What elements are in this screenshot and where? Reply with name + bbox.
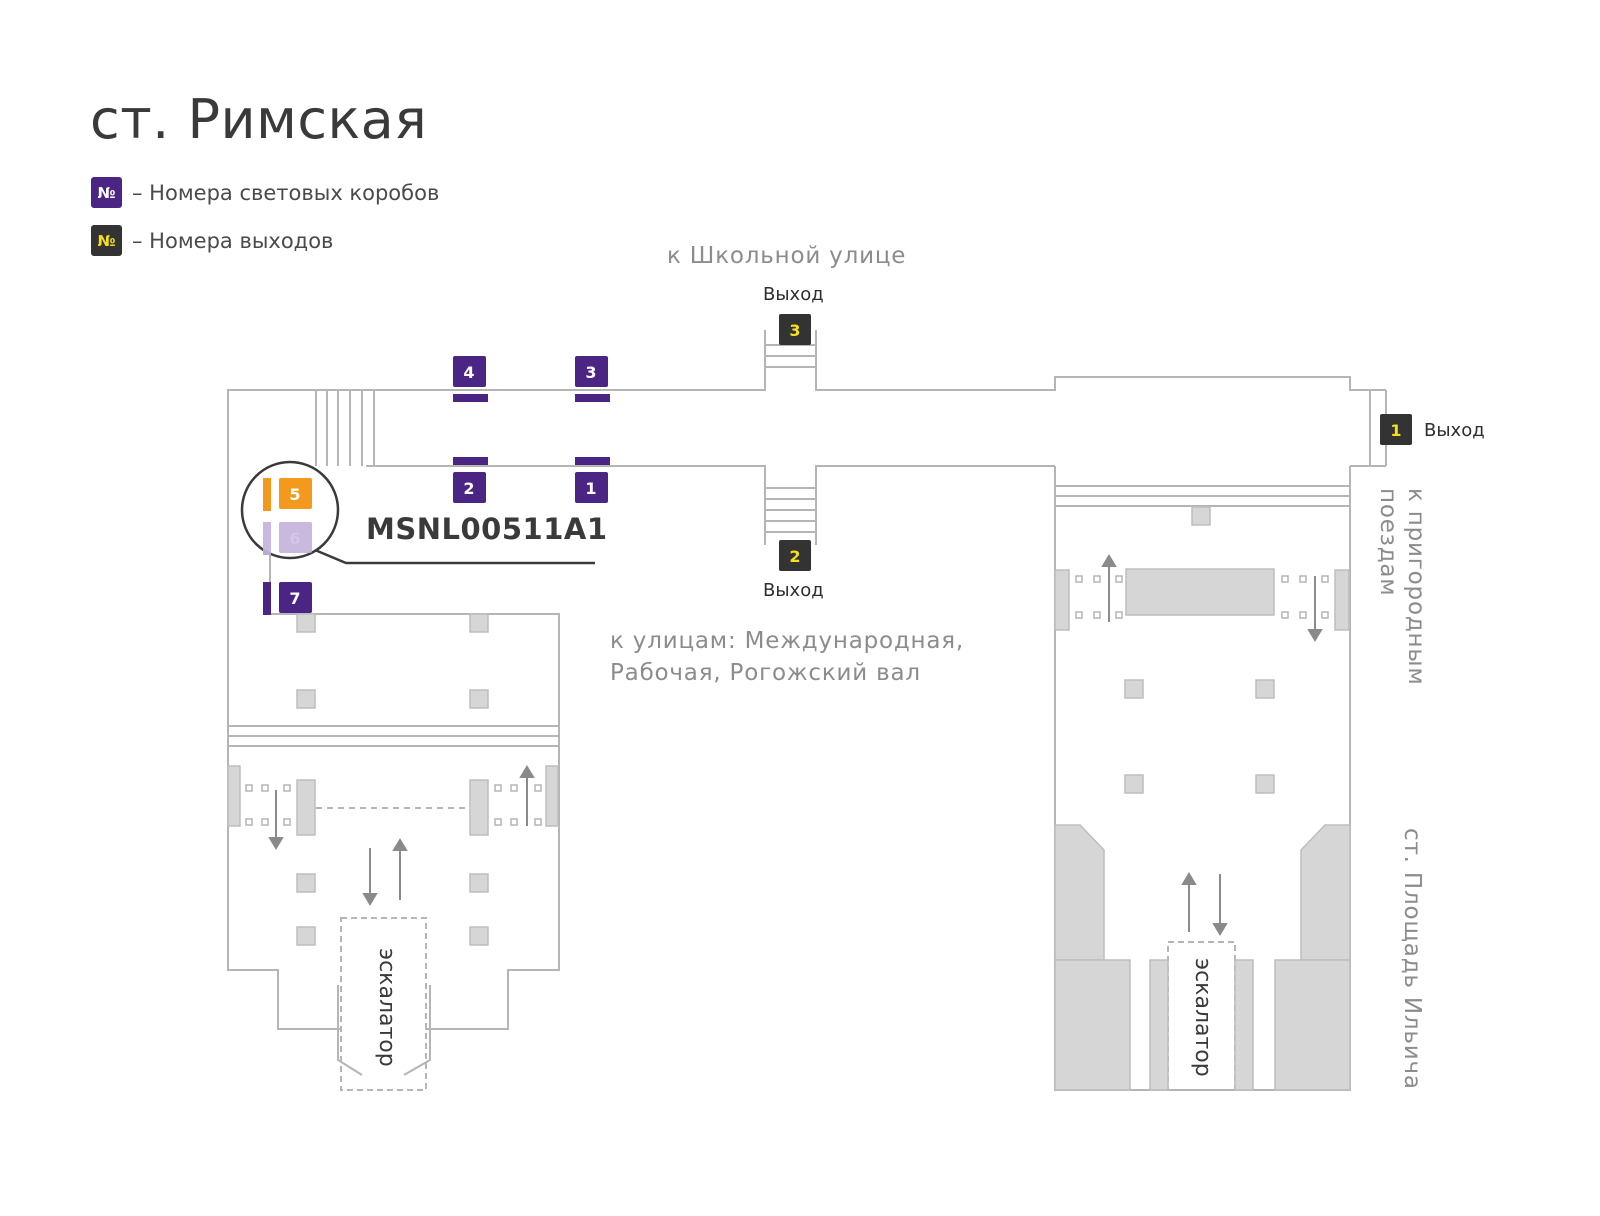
highlighted-code: MSNL00511A1 (366, 512, 608, 546)
legend-lightbox-label: – Номера световых коробов (132, 180, 440, 205)
lightbox-5-number: 5 (289, 485, 300, 504)
legend-exit-swatch: № (91, 225, 122, 256)
label-ilyicha-station: ст. Площадь Ильича (1399, 828, 1425, 1090)
lightbox-4: 4 (453, 356, 488, 402)
direction-arrows (268, 554, 1323, 936)
lightbox-3-number: 3 (585, 363, 596, 382)
lightbox-5 (279, 478, 312, 509)
lightbox-7: 7 (263, 582, 312, 615)
exit-3-label: Выход (763, 284, 824, 305)
legend-exit: № – Номера выходов (91, 225, 333, 256)
lightbox-1: 1 (575, 457, 610, 503)
exit-badges: 3 2 1 (779, 314, 1412, 571)
columns (227, 506, 1351, 1091)
legend-lightbox: № – Номера световых коробов (91, 177, 439, 208)
highlight-callout: 5 (240, 460, 595, 565)
turnstile-dots (245, 575, 1329, 826)
station-title: ст. Римская (90, 88, 428, 151)
legend-lightbox-swatch: № (91, 177, 122, 208)
lightbox-3: 3 (575, 356, 610, 402)
svg-text:3: 3 (789, 321, 800, 340)
escalator-left-label: эскалатор (374, 948, 399, 1067)
svg-text:2: 2 (789, 547, 800, 566)
lightbox-2-number: 2 (463, 479, 474, 498)
exit-1-label: Выход (1424, 420, 1485, 441)
exit-badge-1: 1 (1380, 414, 1412, 445)
escalator-right-label: эскалатор (1190, 958, 1215, 1077)
lightbox-2: 2 (453, 457, 488, 503)
exit-badge-3: 3 (779, 314, 811, 345)
exit-badge-2: 2 (779, 540, 811, 571)
exit-2-label: Выход (763, 580, 824, 601)
label-school-street: к Школьной улице (667, 243, 907, 269)
lightbox-7-number: 7 (289, 589, 300, 608)
label-streets-2: Рабочая, Рогожский вал (610, 660, 921, 686)
svg-text:1: 1 (1390, 421, 1401, 440)
lightbox-4-number: 4 (463, 363, 474, 382)
legend-exit-label: – Номера выходов (132, 228, 334, 253)
label-streets-1: к улицам: Международная, (610, 628, 965, 654)
label-suburban-trains: к пригородным поездам (1375, 488, 1429, 686)
lightbox-1-number: 1 (585, 479, 596, 498)
